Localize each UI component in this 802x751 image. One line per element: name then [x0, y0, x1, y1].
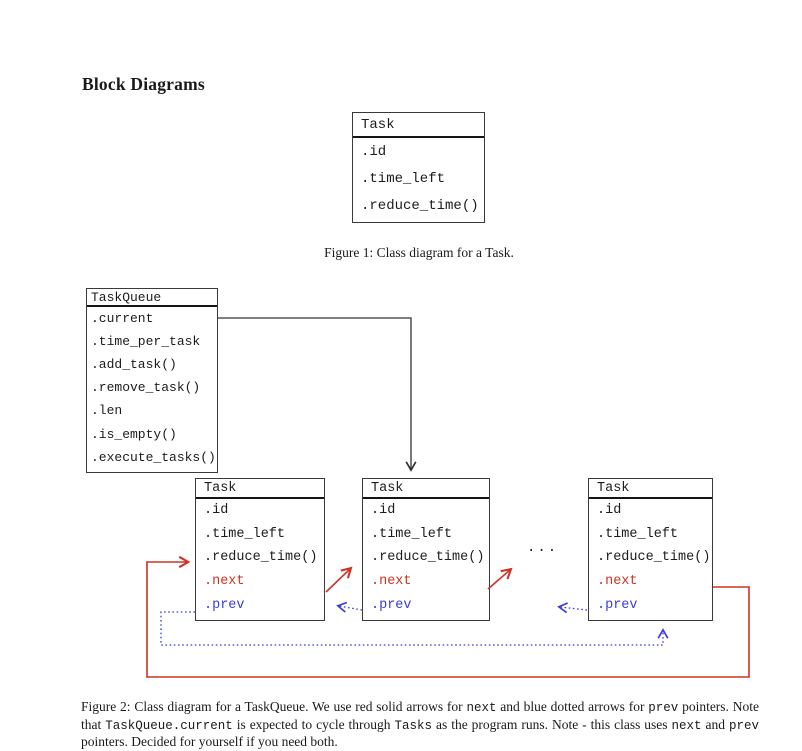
- class-member: .reduce_time(): [361, 198, 479, 215]
- class-title: Task: [363, 479, 489, 499]
- next-arrow-task2-to-ellipsis: [487, 567, 513, 590]
- caption-code: prev: [728, 718, 759, 733]
- prev-arrow-task3-to-ellipsis: [557, 602, 588, 614]
- task3-class-box: Task .id .time_left .reduce_time() .next…: [588, 478, 713, 621]
- class-member: .execute_tasks(): [91, 449, 216, 465]
- class-member: .remove_task(): [91, 380, 201, 396]
- class-member: .reduce_time(): [597, 550, 711, 566]
- class-title: Task: [589, 479, 712, 499]
- class-member: .id: [361, 143, 387, 160]
- caption-text: is expected to cycle through: [232, 716, 395, 732]
- caption-text: and blue dotted arrows for: [496, 699, 649, 714]
- class-member-next: .next: [597, 574, 638, 590]
- tasks-ellipsis: ...: [527, 540, 559, 556]
- caption-text: and: [701, 716, 729, 732]
- class-member: .id: [204, 503, 229, 519]
- class-member: .id: [371, 503, 396, 519]
- figure1-caption: Figure 1: Class diagram for a Task.: [324, 245, 514, 260]
- taskqueue-current-connector-arrow: [218, 317, 417, 472]
- class-member: .id: [597, 503, 622, 519]
- class-title: TaskQueue: [87, 289, 217, 307]
- class-member: .len: [91, 403, 123, 419]
- class-member: .time_per_task: [91, 334, 201, 350]
- class-member: .is_empty(): [91, 426, 177, 442]
- caption-text: pointers. Decided for yourself if you ne…: [81, 734, 338, 749]
- caption-text: Figure 2: Class diagram for a TaskQueue.…: [81, 699, 467, 714]
- task2-class-box: Task .id .time_left .reduce_time() .next…: [362, 478, 490, 621]
- caption-code: prev: [648, 701, 679, 715]
- class-member-next: .next: [371, 574, 412, 590]
- class-member: .current: [91, 311, 154, 327]
- class-member: .reduce_time(): [204, 550, 318, 566]
- caption-text: pointers. Note that: [81, 699, 759, 732]
- caption-code: next: [671, 718, 702, 733]
- caption-code: Tasks: [394, 718, 433, 733]
- class-title: Task: [196, 479, 324, 499]
- class-member: .add_task(): [91, 357, 177, 373]
- class-member: .time_left: [361, 170, 446, 187]
- prev-arrow-task2-to-task1: [336, 601, 363, 613]
- class-title: Task: [353, 113, 484, 138]
- caption-code: TaskQueue.current: [105, 718, 233, 733]
- taskqueue-class-box: TaskQueue .current .time_per_task .add_t…: [86, 288, 218, 473]
- class-member: .reduce_time(): [371, 550, 485, 566]
- next-arrow-task1-to-task2: [325, 566, 353, 593]
- figure2-caption: Figure 2: Class diagram for a TaskQueue.…: [81, 699, 759, 751]
- caption-code: next: [466, 701, 497, 715]
- caption-text: as the program runs. Note - this class u…: [432, 716, 672, 732]
- figure1-task-class-box: Task .id .time_left .reduce_time(): [352, 112, 485, 223]
- class-member-prev: .prev: [204, 597, 245, 613]
- class-member-prev: .prev: [597, 597, 638, 613]
- section-heading: Block Diagrams: [82, 74, 205, 94]
- class-member-next: .next: [204, 574, 245, 590]
- task1-class-box: Task .id .time_left .reduce_time() .next…: [195, 478, 325, 621]
- class-member: .time_left: [371, 526, 453, 542]
- class-member: .time_left: [204, 526, 286, 542]
- class-member: .time_left: [597, 526, 679, 542]
- class-member-prev: .prev: [371, 597, 412, 613]
